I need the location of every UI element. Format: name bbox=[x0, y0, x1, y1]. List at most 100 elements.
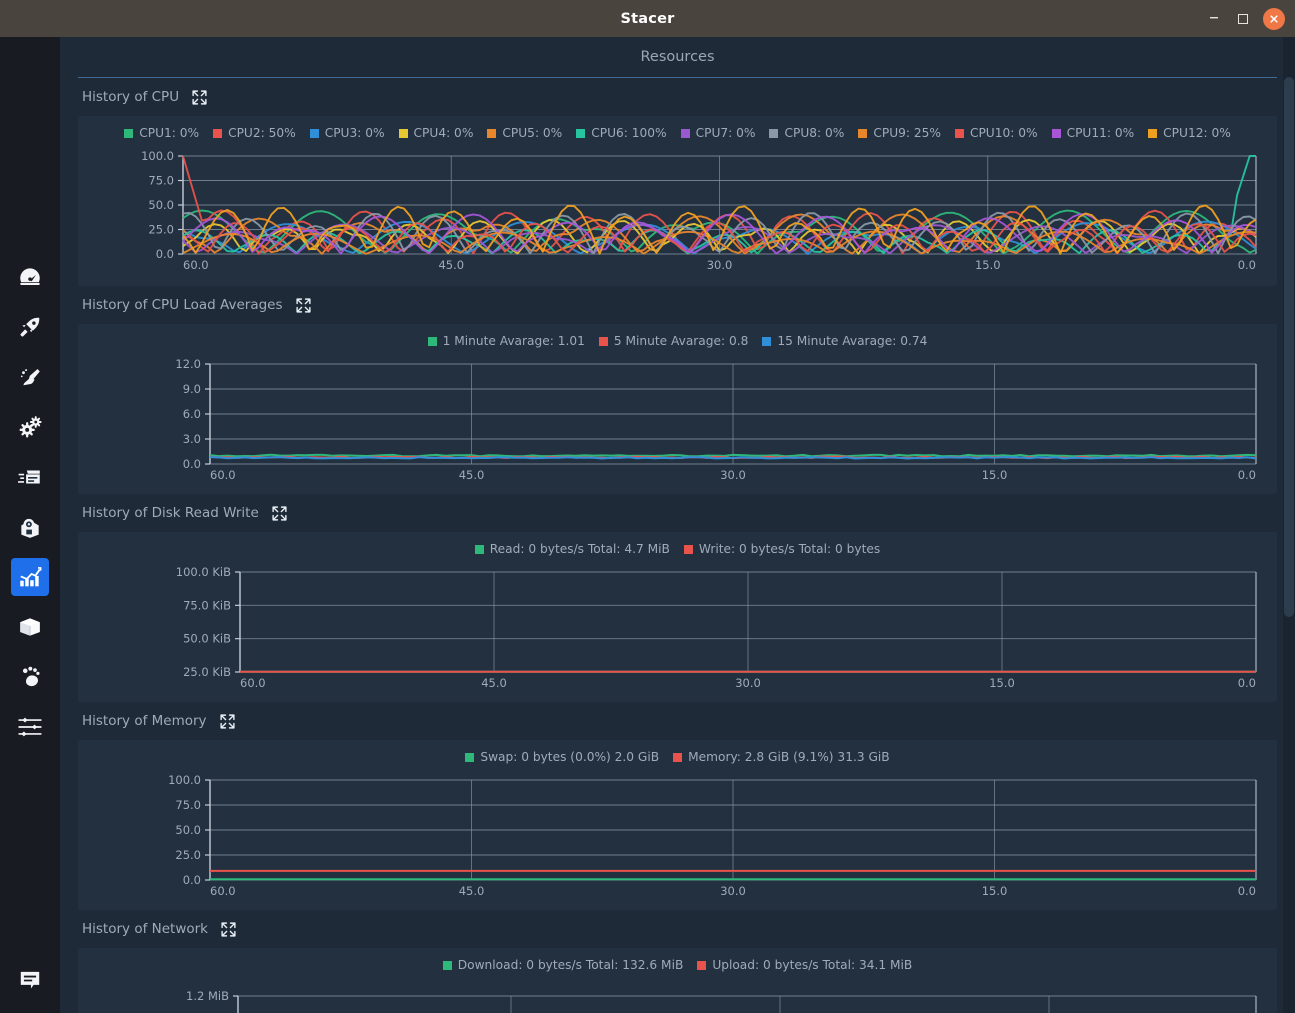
scrollbar-track[interactable] bbox=[1283, 37, 1295, 1013]
svg-text:30.0: 30.0 bbox=[720, 468, 746, 482]
legend-label: CPU3: 0% bbox=[324, 126, 385, 140]
legend-label: 1 Minute Avarage: 1.01 bbox=[442, 334, 585, 348]
svg-text:9.0: 9.0 bbox=[183, 382, 201, 396]
section-title-memory: History of Memory bbox=[82, 713, 207, 729]
legend-item: CPU1: 0% bbox=[124, 126, 199, 140]
expand-icon[interactable] bbox=[295, 297, 311, 313]
svg-text:60.0: 60.0 bbox=[210, 884, 236, 898]
scrollbar-thumb[interactable] bbox=[1284, 77, 1294, 617]
sidebar-item-feedback[interactable] bbox=[0, 955, 60, 1005]
legend-label: CPU2: 50% bbox=[228, 126, 296, 140]
legend-cpu: CPU1: 0% CPU2: 50% CPU3: 0% CPU4: 0% CPU… bbox=[78, 116, 1277, 146]
svg-text:30.0: 30.0 bbox=[720, 884, 746, 898]
network-plot-svg: 1.2 MiB bbox=[186, 989, 1257, 1013]
legend-label: CPU10: 0% bbox=[969, 126, 1038, 140]
sidebar-item-resources[interactable] bbox=[0, 552, 60, 602]
sidebar-item-dashboard[interactable] bbox=[0, 252, 60, 302]
svg-text:0.0: 0.0 bbox=[1238, 258, 1256, 272]
window-controls bbox=[1205, 0, 1285, 37]
sidebar-item-services[interactable] bbox=[0, 402, 60, 452]
svg-text:6.0: 6.0 bbox=[183, 407, 201, 421]
main-content: Resources History of CPU CPU1: 0% CPU2: … bbox=[60, 37, 1295, 1013]
svg-text:3.0: 3.0 bbox=[183, 432, 201, 446]
svg-text:100.0: 100.0 bbox=[141, 149, 174, 163]
legend-label: CPU8: 0% bbox=[784, 126, 845, 140]
svg-text:0.0: 0.0 bbox=[1238, 676, 1256, 690]
legend-label: Write: 0 bytes/s Total: 0 bytes bbox=[698, 542, 881, 556]
legend-label: CPU6: 100% bbox=[591, 126, 667, 140]
svg-text:75.0 KiB: 75.0 KiB bbox=[183, 598, 231, 612]
gears-icon bbox=[19, 416, 42, 438]
legend-item: CPU7: 0% bbox=[680, 126, 756, 140]
legend-item: CPU12: 0% bbox=[1148, 126, 1231, 140]
legend-label: Swap: 0 bytes (0.0%) 2.0 GiB bbox=[480, 750, 660, 764]
sidebar-item-uninstaller[interactable] bbox=[0, 502, 60, 552]
minimize-button[interactable] bbox=[1205, 6, 1223, 31]
legend-swatch bbox=[954, 128, 964, 138]
legend-label: CPU4: 0% bbox=[413, 126, 474, 140]
sidebar-item-gnome-settings[interactable] bbox=[0, 652, 60, 702]
svg-text:100.0: 100.0 bbox=[168, 773, 201, 787]
legend-item: Upload: 0 bytes/s Total: 34.1 MiB bbox=[697, 958, 912, 972]
legend-swatch bbox=[398, 128, 408, 138]
sidebar-item-system-cleaner[interactable] bbox=[0, 352, 60, 402]
svg-text:45.0: 45.0 bbox=[459, 468, 485, 482]
sidebar-item-processes[interactable] bbox=[0, 452, 60, 502]
legend-item: Write: 0 bytes/s Total: 0 bytes bbox=[683, 542, 881, 556]
legend-swatch bbox=[309, 128, 319, 138]
close-button[interactable] bbox=[1263, 7, 1285, 30]
svg-text:30.0: 30.0 bbox=[735, 676, 761, 690]
legend-label: Upload: 0 bytes/s Total: 34.1 MiB bbox=[712, 958, 913, 972]
legend-item: Memory: 2.8 GiB (9.1%) 31.3 GiB bbox=[673, 750, 890, 764]
legend-item: CPU10: 0% bbox=[954, 126, 1038, 140]
maximize-button[interactable] bbox=[1234, 10, 1252, 28]
expand-icon[interactable] bbox=[272, 505, 287, 521]
sidebar-item-startup-apps[interactable] bbox=[0, 302, 60, 352]
legend-item: CPU6: 100% bbox=[576, 126, 667, 140]
legend-item: CPU2: 50% bbox=[213, 126, 296, 140]
svg-text:0.0: 0.0 bbox=[183, 457, 201, 471]
legend-disk: Read: 0 bytes/s Total: 4.7 MiB Write: 0 … bbox=[78, 532, 1277, 562]
svg-text:0.0: 0.0 bbox=[183, 873, 201, 887]
legend-label: CPU9: 25% bbox=[873, 126, 941, 140]
legend-swatch bbox=[680, 128, 690, 138]
svg-text:25.0 KiB: 25.0 KiB bbox=[183, 665, 231, 679]
legend-item: CPU9: 25% bbox=[858, 126, 941, 140]
sidebar-item-helpers[interactable] bbox=[0, 702, 60, 752]
legend-label: CPU7: 0% bbox=[695, 126, 756, 140]
legend-swatch bbox=[487, 128, 497, 138]
legend-label: CPU11: 0% bbox=[1066, 126, 1135, 140]
svg-text:0.0: 0.0 bbox=[1238, 468, 1256, 482]
disk-box-icon bbox=[21, 518, 39, 538]
expand-icon[interactable] bbox=[192, 89, 207, 105]
legend-label: Read: 0 bytes/s Total: 4.7 MiB bbox=[489, 542, 670, 556]
section-header-memory: History of Memory bbox=[78, 702, 1277, 740]
minimize-icon bbox=[1210, 17, 1218, 19]
section-memory: History of Memory Swap: 0 bytes (0.0%) 2… bbox=[78, 702, 1277, 910]
svg-text:60.0: 60.0 bbox=[183, 258, 209, 272]
window-title: Stacer bbox=[620, 10, 675, 27]
section-title-load-averages: History of CPU Load Averages bbox=[82, 297, 283, 313]
legend-item: CPU3: 0% bbox=[309, 126, 385, 140]
svg-text:0.0: 0.0 bbox=[1238, 884, 1256, 898]
chart-card-memory: Swap: 0 bytes (0.0%) 2.0 GiB Memory: 2.8… bbox=[78, 740, 1277, 910]
expand-icon[interactable] bbox=[221, 921, 236, 937]
sidebar-item-packages[interactable] bbox=[0, 602, 60, 652]
legend-load-averages: 1 Minute Avarage: 1.01 5 Minute Avarage:… bbox=[78, 324, 1277, 354]
legend-swatch bbox=[474, 544, 484, 554]
legend-swatch bbox=[576, 128, 586, 138]
svg-text:45.0: 45.0 bbox=[438, 258, 464, 272]
svg-text:15.0: 15.0 bbox=[989, 676, 1015, 690]
svg-text:75.0: 75.0 bbox=[148, 174, 174, 188]
section-title-cpu: History of CPU bbox=[82, 89, 180, 105]
bar-chart-icon bbox=[20, 567, 42, 587]
svg-text:75.0: 75.0 bbox=[175, 798, 201, 812]
svg-text:1.2 MiB: 1.2 MiB bbox=[186, 989, 229, 1003]
resources-scroll-area[interactable]: History of CPU CPU1: 0% CPU2: 50% CPU3: … bbox=[60, 78, 1295, 1013]
expand-icon[interactable] bbox=[219, 713, 235, 729]
chart-card-cpu: CPU1: 0% CPU2: 50% CPU3: 0% CPU4: 0% CPU… bbox=[78, 116, 1277, 286]
